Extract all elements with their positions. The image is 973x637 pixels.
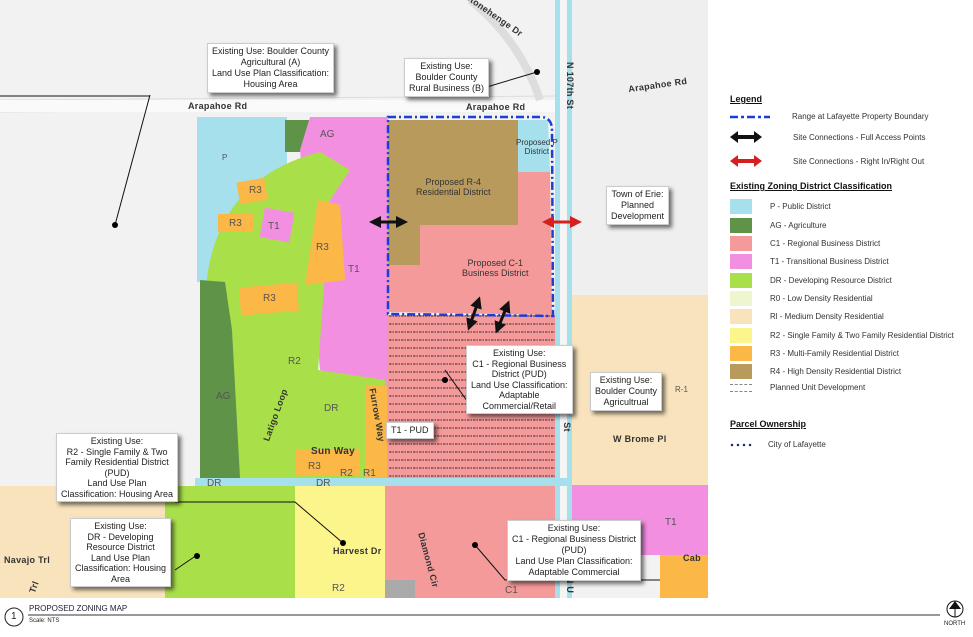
drawing-number: 1 xyxy=(11,611,17,622)
zone-label: DR xyxy=(207,478,222,489)
zone-label: DR xyxy=(316,478,331,489)
road-label: W Brome Pl xyxy=(613,434,667,444)
zone-label: AG xyxy=(320,129,335,140)
zone-label: T1 xyxy=(665,517,677,528)
zoning-title: Existing Zoning District Classification xyxy=(730,181,893,191)
zone-label: R2 xyxy=(340,468,353,479)
callout-t1-pud: T1 - PUD xyxy=(386,422,434,439)
swatch xyxy=(730,236,752,251)
legend-zone: Rl - Medium Density Residential xyxy=(730,309,884,324)
legend-zone: R3 - Multi-Family Residential District xyxy=(730,346,899,361)
zone-label: R3 xyxy=(263,293,276,304)
arapahoe-road xyxy=(0,100,708,112)
zone-label: R2 xyxy=(288,356,301,367)
pud-line-icon xyxy=(730,383,752,392)
road-label: Cab xyxy=(683,553,701,563)
north-label: NORTH xyxy=(944,621,966,627)
zone-label: R3 xyxy=(249,185,262,196)
dotted-line-icon xyxy=(730,443,754,446)
legend-zone: Planned Unit Development xyxy=(730,383,865,392)
swatch xyxy=(730,199,752,214)
zone-label: P xyxy=(222,153,228,162)
swatch xyxy=(730,218,752,233)
swatch xyxy=(730,346,752,361)
swatch xyxy=(730,328,752,343)
zone-dr xyxy=(205,152,385,480)
legend-zone: AG - Agriculture xyxy=(730,218,826,233)
zone-label: R3 xyxy=(229,218,242,229)
legend-right-in-out: Site Connections - Right In/Right Out xyxy=(730,155,924,167)
zone-label: DR xyxy=(324,403,339,414)
road-label: N 107th St xyxy=(565,62,575,110)
zone-label: R2 xyxy=(332,583,345,594)
zone-label: R3 xyxy=(316,242,329,253)
legend-zone: R0 - Low Density Residential xyxy=(730,291,873,306)
zone-label: T1 xyxy=(348,264,360,275)
swatch xyxy=(730,273,752,288)
legend-zone: T1 - Transitional Business District xyxy=(730,254,889,269)
road-label: Arapahoe Rd xyxy=(188,101,248,111)
legend-zone: P - Public District xyxy=(730,199,831,214)
zone-ag-south xyxy=(200,280,240,478)
swatch xyxy=(730,309,752,324)
double-arrow-red-icon xyxy=(730,155,762,167)
legend-zone: R4 - High Density Residential District xyxy=(730,364,901,379)
drawing-scale: Scale: NTS xyxy=(29,618,60,624)
swatch xyxy=(730,364,752,379)
road-label: Sun Way xyxy=(311,446,355,457)
dash-dot-line-icon xyxy=(730,115,770,118)
full-access-arrow xyxy=(494,300,511,334)
legend-boundary: Range at Lafayette Property Boundary xyxy=(730,112,929,121)
swatch xyxy=(730,291,752,306)
legend-full-access: Site Connections - Full Access Points xyxy=(730,131,926,143)
swatch xyxy=(730,254,752,269)
legend-zone: DR - Developing Resource District xyxy=(730,273,892,288)
legend-title: Legend xyxy=(730,94,763,104)
proposed-p xyxy=(518,120,550,172)
north-arrow-icon xyxy=(946,600,964,618)
parcel-title: Parcel Ownership xyxy=(730,419,807,429)
proposed-c1 xyxy=(388,172,552,315)
zone-label: R-1 xyxy=(675,385,688,394)
road-label: Arapahoe Rd xyxy=(466,102,526,112)
legend-zone: C1 - Regional Business District xyxy=(730,236,880,251)
legend-zone: R2 - Single Family & Two Family Resident… xyxy=(730,328,954,343)
zone-label: R3 xyxy=(308,461,321,472)
zone-label: AG xyxy=(216,391,231,402)
legend-parcel: City of Lafayette xyxy=(730,440,826,449)
drawing-title: PROPOSED ZONING MAP xyxy=(29,604,128,613)
road-label: Navajo Trl xyxy=(4,555,51,565)
zone-p-strip xyxy=(195,478,572,486)
zone-label: T1 xyxy=(268,221,280,232)
property-boundary xyxy=(386,115,555,318)
callout-c1-south: Existing Use:C1 - Regional Business Dist… xyxy=(507,520,642,581)
double-arrow-black-icon xyxy=(730,131,762,143)
zone-label: R1 xyxy=(363,468,376,479)
full-access-arrow xyxy=(466,296,482,331)
zone-label: C1 xyxy=(505,585,518,596)
erie-area xyxy=(572,0,708,295)
road-label: Harvest Dr xyxy=(333,546,382,556)
road-label: St xyxy=(561,422,572,432)
